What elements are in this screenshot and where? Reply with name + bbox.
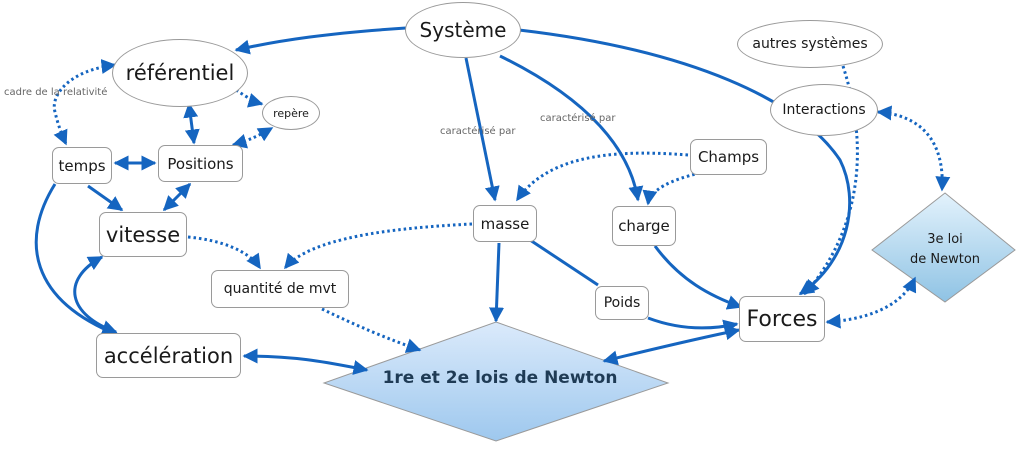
node-positions[interactable]: Positions: [158, 145, 243, 182]
node-interactions[interactable]: Interactions: [770, 84, 878, 136]
edge-forces-newton3: [825, 276, 917, 329]
edge-forces-newton12: [602, 325, 741, 366]
node-champs[interactable]: Champs: [690, 139, 767, 175]
edge-referentiel-temps: [52, 59, 117, 146]
newton-3-line2: de Newton: [909, 252, 981, 267]
edge-systeme-masse: [464, 57, 500, 202]
edge-positions-vitesse: [162, 182, 192, 212]
edge-masse-qmvt: [283, 222, 473, 270]
node-repere[interactable]: repère: [262, 96, 320, 130]
edge-champs-charge: [642, 171, 701, 206]
newton-3-diamond: [871, 192, 1016, 303]
edge-referentiel-positions: [183, 102, 200, 145]
edge-charge-forces: [653, 245, 743, 310]
edge-temps-acceleration: [34, 183, 120, 337]
edge-poids-forces: [647, 316, 739, 335]
edge-masse-newton12: [489, 242, 505, 323]
edge-champs-masse: [515, 151, 689, 202]
node-vitesse[interactable]: vitesse: [99, 212, 187, 257]
node-newton-3-label[interactable]: 3e loi de Newton: [890, 230, 1000, 270]
edge-systeme-forces: [518, 28, 852, 296]
edge-systeme-referentiel: [234, 26, 407, 55]
edge-acceleration-newton12: [242, 348, 369, 375]
node-autres-systemes[interactable]: autres systèmes: [737, 20, 883, 68]
edge-label-caracterise-masse: caractérisé par: [440, 126, 516, 137]
edge-label-caracterise-charge: caractérisé par: [540, 113, 616, 124]
node-poids[interactable]: Poids: [595, 286, 649, 320]
edge-masse-poids: [529, 238, 599, 287]
edge-positions-repere: [231, 126, 274, 149]
edge-temps-vitesse: [87, 184, 124, 212]
edge-interactions-newton3: [876, 105, 951, 192]
edge-referentiel-repere: [235, 88, 264, 108]
node-forces[interactable]: Forces: [739, 296, 825, 342]
edge-vitesse-qmvt: [187, 235, 262, 270]
node-acceleration[interactable]: accélération: [96, 333, 241, 378]
edge-vitesse-acceleration: [73, 255, 118, 335]
node-systeme[interactable]: Système: [405, 2, 521, 58]
node-charge[interactable]: charge: [612, 206, 676, 246]
edge-systeme-charge: [499, 54, 644, 202]
node-temps[interactable]: temps: [52, 147, 112, 184]
node-newton-12-label[interactable]: 1re et 2e lois de Newton: [382, 368, 618, 388]
newton-3-line1: 3e loi: [927, 232, 963, 247]
edge-autres-forces: [803, 65, 859, 296]
node-masse[interactable]: masse: [473, 205, 537, 242]
node-referentiel[interactable]: référentiel: [112, 39, 248, 107]
node-quantite-mvt[interactable]: quantité de mvt: [211, 270, 349, 308]
edge-label-cadre: cadre de la relativité: [4, 87, 108, 98]
edge-qmvt-newton12: [321, 307, 422, 353]
